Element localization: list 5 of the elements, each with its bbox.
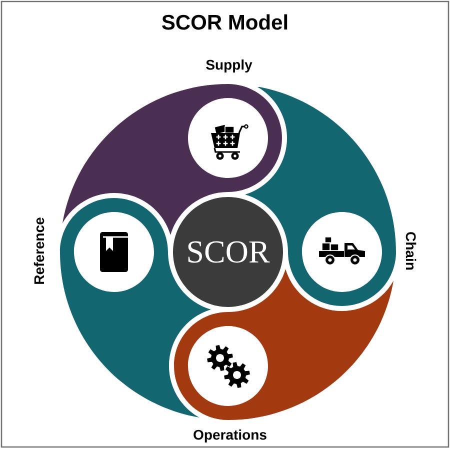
title: SCOR Model: [162, 14, 288, 30]
segment-label: Chain: [406, 232, 416, 270]
segment-label: Operations: [194, 429, 266, 443]
segment-label: Reference: [34, 218, 44, 284]
segment-label: Supply: [206, 59, 252, 73]
